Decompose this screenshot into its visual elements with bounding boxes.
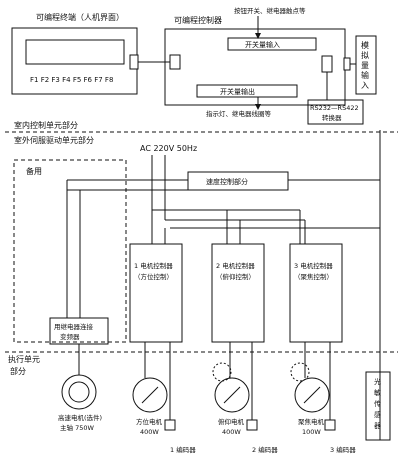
spare-box-line2: 变频器 (60, 332, 80, 341)
plc-note-bottom: 指示灯、继电器线圈等 (206, 109, 272, 118)
switch-output-label: 开关量输出 (220, 87, 255, 96)
exec-label-2: 部分 (10, 366, 26, 376)
motor-pitch: 俯仰电机 400W (214, 377, 250, 436)
photo-sensor-label: 光敏传感器 (374, 377, 381, 430)
controller-2-line2: （俯仰控制） (216, 272, 255, 281)
plc-note-top: 按钮开关、继电器触点等 (234, 6, 306, 15)
rs232-line1: RS232—RS422 (310, 104, 359, 112)
encoder-1: 1 编码器 (170, 445, 196, 454)
motor-spindle-line1: 高速电机(选件) (58, 413, 102, 422)
controller-3-line1: 3 电机控制器 (294, 261, 333, 270)
terminal-fkeys: F1 F2 F3 F4 F5 F6 F7 F8 (30, 76, 113, 84)
indoor-label: 室内控制单元部分 (14, 120, 78, 130)
plc-unit: 可编程控制器 按钮开关、继电器触点等 开关量输入 开关量输出 指示灯、继电器线圈… (164, 6, 351, 118)
motor-spindle: 高速电机(选件) 主轴 750W (58, 374, 102, 432)
motor-focus-line2: 100W (302, 428, 321, 436)
controller-3-line2: （聚焦控制） (294, 272, 333, 281)
analog-input-label: 模拟量输入 (361, 40, 369, 90)
rs232-converter: RS232—RS422 转换器 (307, 72, 364, 125)
controller-1: 1 电机控制器 （方位控制） (129, 243, 183, 343)
controller-2-line1: 2 电机控制器 (216, 261, 255, 270)
switch-output-box (196, 84, 298, 98)
terminal-screen (25, 39, 125, 65)
programmable-terminal: 可编程终端（人机界面） F1 F2 F3 F4 F5 F6 F7 F8 (11, 12, 139, 95)
speed-control-box (187, 171, 289, 191)
controller-1-line2: （方位控制） (134, 272, 173, 281)
plc-title: 可编程控制器 (174, 15, 222, 25)
switch-input-label: 开关量输入 (245, 40, 280, 49)
motor-pitch-line2: 400W (222, 428, 241, 436)
motor-spindle-line2: 主轴 750W (60, 423, 94, 432)
motor-azimuth-line1: 方位电机 (136, 417, 163, 426)
motor-focus-line1: 聚焦电机 (298, 417, 325, 426)
analog-input: 模拟量输入 (355, 35, 377, 95)
motor-pitch-line1: 俯仰电机 (218, 417, 245, 426)
power-label: AC 220V 50Hz (140, 144, 197, 153)
encoder-3: 3 编码器 (330, 445, 356, 454)
spare-region (13, 159, 127, 343)
motor-azimuth-line2: 400W (140, 428, 159, 436)
photo-sensor: 光敏传感器 (365, 371, 391, 441)
controller-1-line1: 1 电机控制器 (134, 261, 173, 270)
motor-focus: 聚焦电机 100W (294, 377, 330, 436)
encoder-2: 2 编码器 (252, 445, 278, 454)
controller-2: 2 电机控制器 （俯仰控制） (211, 243, 265, 343)
speed-control-label: 速度控制部分 (206, 177, 248, 186)
terminal-title: 可编程终端（人机界面） (36, 12, 124, 22)
rs232-line2: 转换器 (322, 113, 342, 122)
controller-3: 3 电机控制器 （聚焦控制） (289, 243, 343, 343)
outdoor-label: 室外伺服驱动单元部分 (14, 135, 94, 145)
motor-azimuth: 方位电机 400W (132, 377, 168, 436)
spare-box-line1: 用继电器连接 (54, 322, 94, 331)
exec-label-1: 执行单元 (8, 354, 40, 364)
switch-input-box (227, 37, 317, 51)
spare-label: 备用 (26, 166, 42, 176)
